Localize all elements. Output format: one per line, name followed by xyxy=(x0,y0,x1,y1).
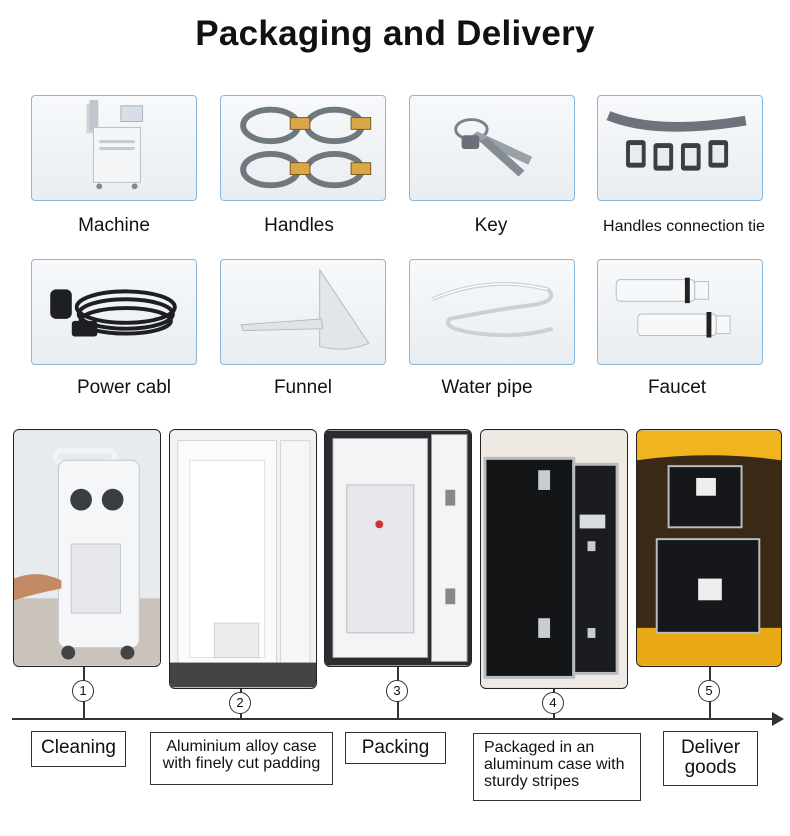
step-number: 4 xyxy=(542,692,564,714)
packing-photo xyxy=(324,429,472,667)
step-number: 2 xyxy=(229,692,251,714)
step-number: 5 xyxy=(698,680,720,702)
accessory-label: Key xyxy=(474,215,508,236)
step-label: Packing xyxy=(345,732,446,764)
accessory-label: Handles connection tie xyxy=(603,218,765,235)
step-label: Packaged in an aluminum case with sturdy… xyxy=(473,733,641,801)
funnel-photo xyxy=(220,259,386,365)
step-number: 1 xyxy=(72,680,94,702)
accessory-label: Funnel xyxy=(273,377,333,398)
timeline-arrow-icon xyxy=(772,712,784,726)
accessory-label: Power cabl xyxy=(77,377,171,398)
key-photo xyxy=(409,95,575,201)
cleaning-photo xyxy=(13,429,161,667)
accessory-label: Faucet xyxy=(647,377,707,398)
padding-case-photo xyxy=(169,429,317,689)
power-cable-photo xyxy=(31,259,197,365)
step-label: Deliver goods xyxy=(663,731,758,786)
machine-photo xyxy=(31,95,197,201)
accessory-label: Machine xyxy=(78,215,150,236)
delivery-truck-photo xyxy=(636,429,782,667)
water-pipe-photo xyxy=(409,259,575,365)
page-title: Packaging and Delivery xyxy=(195,14,595,53)
step-label: Aluminium alloy case with finely cut pad… xyxy=(150,732,333,785)
connection-tie-photo xyxy=(597,95,763,201)
accessory-label: Handles xyxy=(264,215,334,236)
timeline-axis xyxy=(12,718,778,720)
handles-photo xyxy=(220,95,386,201)
step-label: Cleaning xyxy=(31,731,126,767)
faucet-photo xyxy=(597,259,763,365)
aluminum-case-photo xyxy=(480,429,628,689)
accessory-label: Water pipe xyxy=(441,377,533,398)
step-number: 3 xyxy=(386,680,408,702)
